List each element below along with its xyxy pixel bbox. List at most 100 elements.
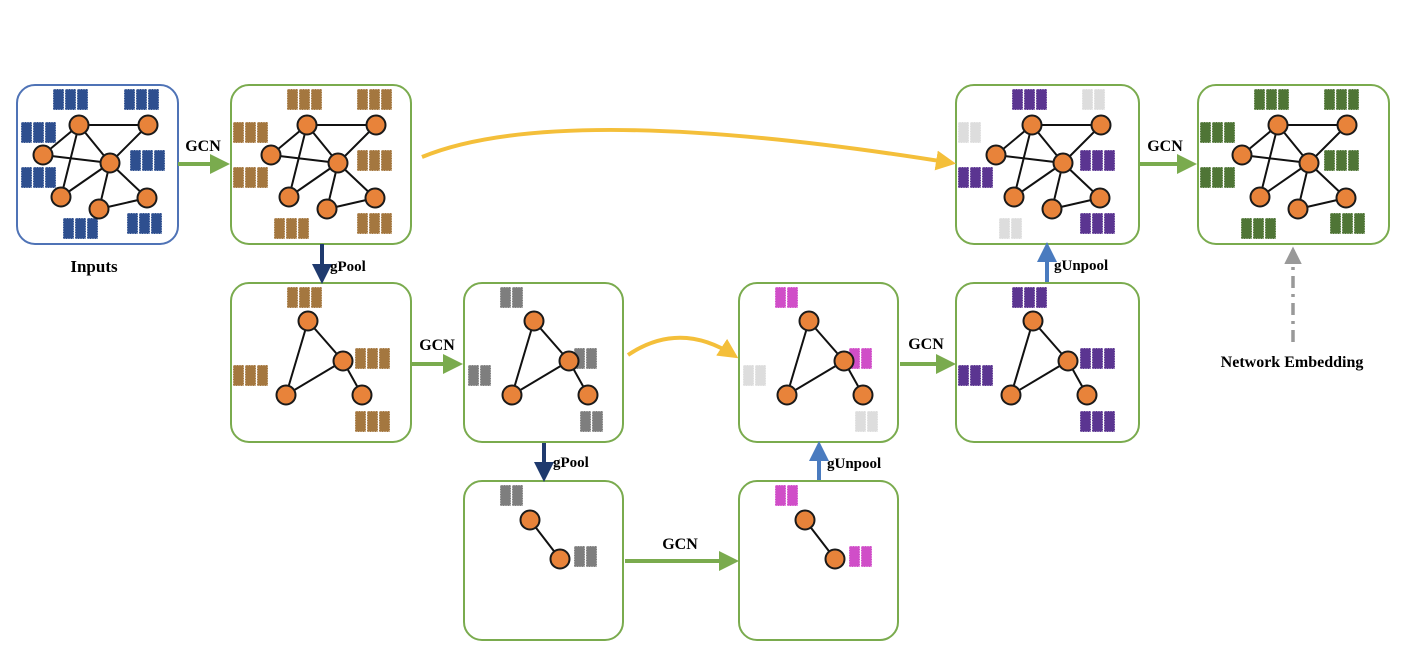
feature-vector — [848, 545, 873, 568]
graph-node — [137, 114, 159, 136]
feature-vector — [1240, 217, 1277, 240]
feature-vector — [123, 88, 160, 111]
gunpool-label-2: gUnpool — [1054, 258, 1108, 274]
graph-node — [1041, 198, 1063, 220]
graph-node — [68, 114, 90, 136]
graph-node — [1267, 114, 1289, 136]
feature-vector — [774, 286, 799, 309]
feature-vector — [774, 484, 799, 507]
graph-node — [776, 384, 798, 406]
gcn-label-1: GCN — [185, 138, 221, 155]
graph-node — [50, 186, 72, 208]
feature-vector — [232, 364, 269, 387]
feature-vector — [1079, 347, 1116, 370]
panel-gcn-1 — [230, 84, 412, 245]
feature-vector — [1079, 212, 1116, 235]
graph-node — [798, 310, 820, 332]
graph-node — [278, 186, 300, 208]
graph-node — [99, 152, 121, 174]
graph-node — [794, 509, 816, 531]
panel-border — [738, 480, 899, 641]
graph-node — [1089, 187, 1111, 209]
feature-vector — [1199, 166, 1236, 189]
graph-edge — [1010, 320, 1034, 396]
feature-vector — [356, 212, 393, 235]
feature-vector — [467, 364, 492, 387]
graph-edge — [1241, 154, 1310, 164]
feature-vector — [1011, 88, 1048, 111]
gpool-label-1: gPool — [330, 259, 366, 275]
feature-vector — [957, 121, 982, 144]
feature-vector — [52, 88, 89, 111]
feature-vector — [579, 410, 604, 433]
skip-connection-top — [421, 127, 956, 171]
feature-vector — [273, 217, 310, 240]
panel-gunpool-2 — [955, 84, 1140, 245]
gpool-label-2: gPool — [553, 455, 589, 471]
graph-node — [136, 187, 158, 209]
graph-node — [1090, 114, 1112, 136]
feature-vector — [354, 347, 391, 370]
graph-edge — [270, 154, 339, 164]
feature-vector — [1081, 88, 1106, 111]
feature-vector — [1329, 212, 1366, 235]
graph-node — [1052, 152, 1074, 174]
graph-node — [296, 114, 318, 136]
graph-edge — [786, 360, 845, 396]
gcn-label-3: GCN — [662, 536, 698, 553]
panel-gcn-4 — [955, 282, 1140, 443]
panel-gpool-2 — [463, 480, 624, 641]
graph-node — [1287, 198, 1309, 220]
graph-node — [1298, 152, 1320, 174]
graph-node — [824, 548, 846, 570]
graph-edge — [42, 154, 111, 164]
feature-vector — [499, 484, 524, 507]
graph-node — [260, 144, 282, 166]
graph-node — [351, 384, 373, 406]
graph-edge — [285, 320, 309, 396]
feature-vector — [129, 149, 166, 172]
graph-node — [297, 310, 319, 332]
graph-node — [833, 350, 855, 372]
graph-edge — [1013, 124, 1033, 198]
graph-node — [1249, 186, 1271, 208]
graph-edge — [1010, 360, 1069, 396]
graph-edge — [786, 320, 810, 396]
skip-connection-middle — [626, 335, 739, 359]
feature-vector — [286, 88, 323, 111]
feature-vector — [573, 545, 598, 568]
gcn-label-2: GCN — [419, 337, 455, 354]
feature-vector — [286, 286, 323, 309]
feature-vector — [1323, 149, 1360, 172]
graph-node — [519, 509, 541, 531]
graph-node — [332, 350, 354, 372]
panel-gpool-1 — [230, 282, 412, 443]
feature-vector — [998, 217, 1023, 240]
network-embedding-label: Network Embedding — [1221, 354, 1364, 371]
graph-node — [985, 144, 1007, 166]
gcn-label-5: GCN — [1147, 138, 1183, 155]
graph-node — [549, 548, 571, 570]
feature-vector — [356, 88, 393, 111]
graph-edge — [288, 124, 308, 198]
graph-node — [1231, 144, 1253, 166]
feature-vector — [232, 121, 269, 144]
graph-edge — [511, 320, 535, 396]
gunpool-label-1: gUnpool — [827, 456, 881, 472]
graph-edge — [60, 124, 80, 198]
graph-edge — [285, 360, 344, 396]
graph-node — [1003, 186, 1025, 208]
graph-node — [1335, 187, 1357, 209]
feature-vector — [20, 166, 57, 189]
feature-vector — [1323, 88, 1360, 111]
inputs-label: Inputs — [70, 257, 118, 276]
graph-node — [523, 310, 545, 332]
feature-vector — [356, 149, 393, 172]
graph-node — [275, 384, 297, 406]
feature-vector — [126, 212, 163, 235]
feature-vector — [20, 121, 57, 144]
graph-node — [316, 198, 338, 220]
feature-vector — [1011, 286, 1048, 309]
graph-node — [558, 350, 580, 372]
graph-node — [365, 114, 387, 136]
